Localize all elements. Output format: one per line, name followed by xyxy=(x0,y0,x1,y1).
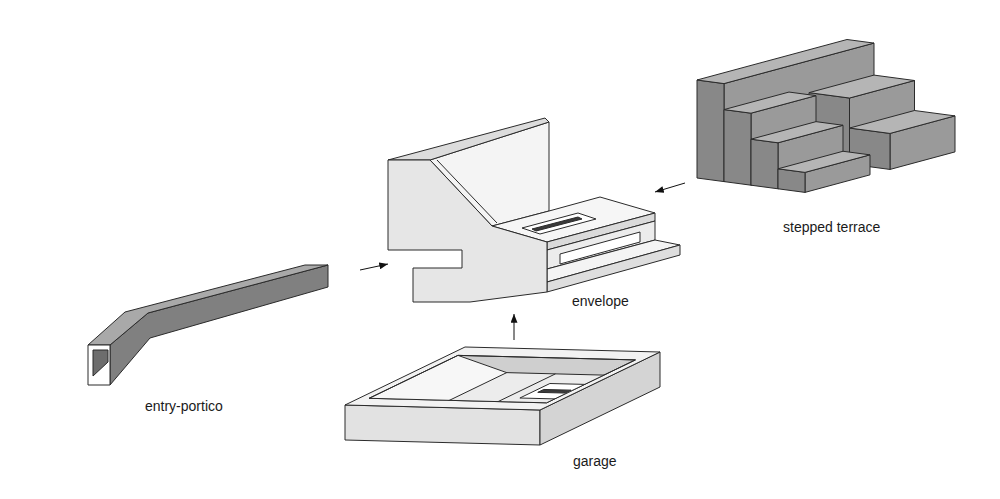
envelope-skylight xyxy=(522,213,596,234)
garage-ramp xyxy=(369,355,507,415)
terrace-tread xyxy=(697,40,874,84)
part-region: stepped terrace xyxy=(685,36,990,241)
terrace-tread xyxy=(850,111,956,134)
garage-figure xyxy=(345,347,660,445)
part-region: entry-portico xyxy=(80,255,360,425)
envelope-wall-top xyxy=(388,118,549,160)
part-label: envelope xyxy=(572,293,629,310)
envelope-figure xyxy=(388,118,680,302)
terrace-tread xyxy=(778,151,870,172)
assembly-arrow xyxy=(360,264,388,270)
terrace-tread xyxy=(751,122,843,143)
envelope-section xyxy=(388,160,547,302)
garage-front xyxy=(345,405,540,445)
terrace-side-face xyxy=(724,110,751,186)
portico-opening xyxy=(88,345,110,385)
part-label: garage xyxy=(573,453,617,470)
garage-skylight xyxy=(520,384,589,400)
portico-roof xyxy=(88,265,328,345)
terrace-figure xyxy=(697,40,955,193)
assembly-arrow xyxy=(514,314,515,340)
part-label: stepped terrace xyxy=(783,219,880,236)
portico-side xyxy=(110,265,328,385)
terrace-tread xyxy=(809,75,915,98)
part-region: garage xyxy=(340,340,670,477)
terrace-side-face xyxy=(751,139,778,189)
assembly-arrow xyxy=(655,183,685,192)
terrace-side-face xyxy=(697,80,724,182)
envelope-chamfer-line xyxy=(437,160,497,223)
part-region: envelope xyxy=(388,112,655,314)
part-label: entry-portico xyxy=(145,398,223,415)
garage-skylight-slot xyxy=(538,389,571,393)
terrace-tread xyxy=(724,92,816,113)
garage-recess xyxy=(369,355,635,418)
garage-rim xyxy=(369,355,635,402)
envelope-skylight-slot xyxy=(532,217,582,231)
portico-figure xyxy=(88,265,328,385)
envelope-lower-slab-edge xyxy=(547,245,680,292)
portico-interior xyxy=(93,350,108,376)
